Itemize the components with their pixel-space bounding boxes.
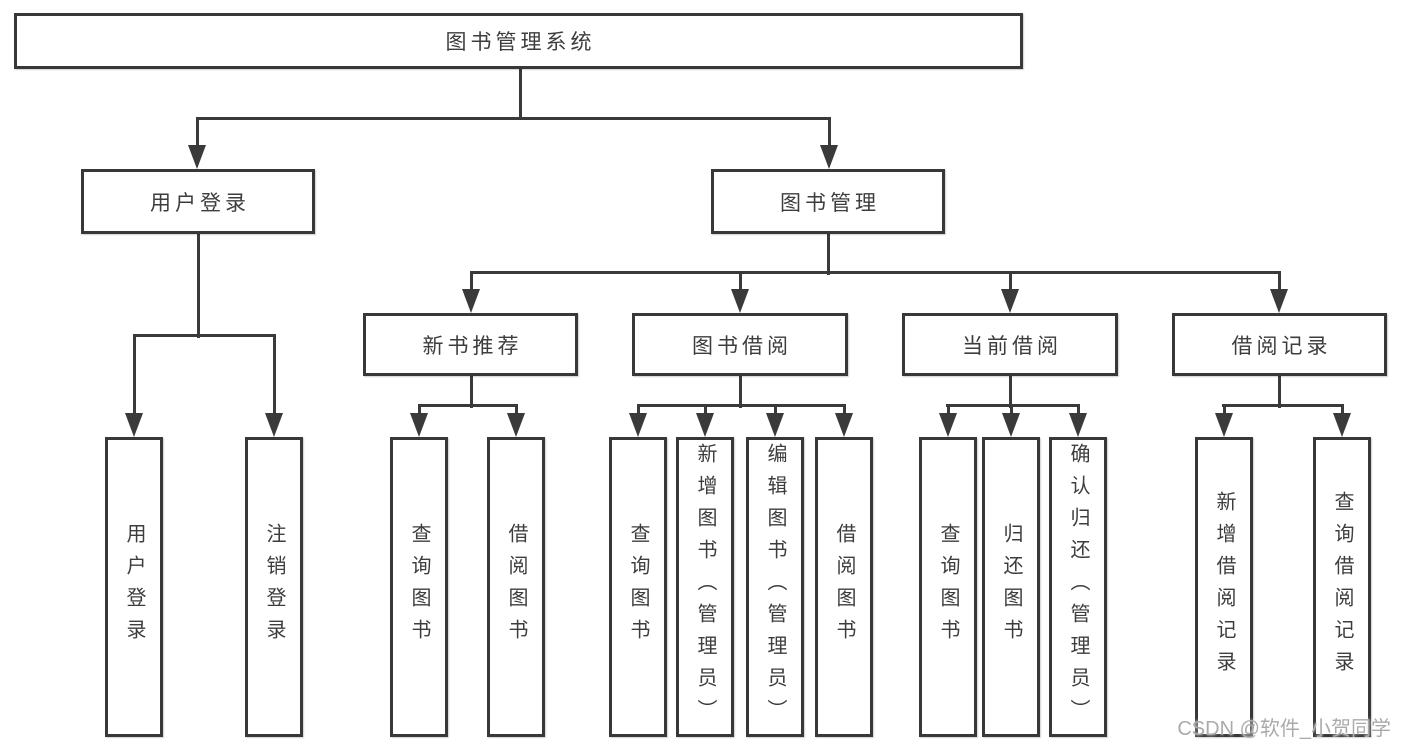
watermark: CSDN @软件_小贺同学 [1177,718,1391,740]
arrowhead-icon [462,289,480,313]
node-borrow-record: 借阅记录 [1172,313,1387,376]
node-current-borrow: 当前借阅 [902,313,1118,376]
arrowhead-icon [939,413,957,437]
arrowhead-icon [1270,289,1288,313]
arrowhead-icon [1001,289,1019,313]
node-leaf-borrow-borrow: 借阅图书 [815,437,873,737]
node-leaf-borrow-add-admin: 新增图书（管理员） [676,437,734,737]
connector-hline [1222,404,1344,407]
arrowhead-icon [265,413,283,437]
connector-vline [947,405,950,418]
node-leaf-borrow-query: 查询图书 [609,437,667,737]
connector-vline [1278,272,1281,294]
leaf-label: 归还图书 [1000,523,1022,651]
node-leaf-borrow-edit-admin: 编辑图书（管理员） [746,437,804,737]
connector-vline [1223,405,1226,418]
connector-vline [519,69,522,120]
connector-vline [1278,376,1281,408]
connector-vline [739,272,742,294]
arrowhead-icon [731,289,749,313]
leaf-label: 新增图书（管理员） [694,443,716,731]
connector-vline [1010,405,1013,418]
node-book-management: 图书管理 [711,169,945,234]
leaf-label: 查询图书 [937,523,959,651]
leaf-label: 查询图书 [627,523,649,651]
node-book-borrow: 图书借阅 [632,313,848,376]
connector-hline [637,404,846,407]
connector-vline [1077,405,1080,418]
connector-hline [133,334,276,337]
node-leaf-newbook-query: 查询图书 [390,437,448,737]
connector-vline [273,335,276,418]
node-user-login: 用户登录 [81,169,315,234]
connector-vline [774,405,777,418]
connector-vline [1009,376,1012,408]
node-leaf-logout: 注销登录 [245,437,303,737]
connector-vline [196,118,199,150]
node-new-book-recommend: 新书推荐 [363,313,578,376]
leaf-label: 借阅图书 [833,523,855,651]
leaf-label: 注销登录 [263,523,285,651]
connector-vline [704,405,707,418]
arrowhead-icon [125,413,143,437]
connector-vline [739,376,742,408]
connector-hline [196,117,831,120]
node-leaf-record-add: 新增借阅记录 [1195,437,1253,737]
leaf-label: 编辑图书（管理员） [764,443,786,731]
node-leaf-newbook-borrow: 借阅图书 [487,437,545,737]
leaf-label: 确认归还（管理员） [1067,443,1089,731]
arrowhead-icon [1069,413,1087,437]
node-leaf-current-query: 查询图书 [919,437,977,737]
arrowhead-icon [507,413,525,437]
connector-vline [843,405,846,418]
arrowhead-icon [1333,413,1351,437]
leaf-label: 查询图书 [408,523,430,651]
arrowhead-icon [835,413,853,437]
node-leaf-current-confirm-admin: 确认归还（管理员） [1049,437,1107,737]
node-leaf-current-return: 归还图书 [982,437,1040,737]
connector-vline [827,234,830,275]
leaf-label: 用户登录 [123,523,145,651]
connector-vline [133,335,136,418]
leaf-label: 查询借阅记录 [1331,491,1353,683]
connector-vline [828,118,831,150]
connector-vline [637,405,640,418]
connector-vline [1009,272,1012,294]
connector-vline [470,376,473,408]
connector-vline [197,234,200,338]
connector-vline [470,272,473,294]
arrowhead-icon [696,413,714,437]
arrowhead-icon [766,413,784,437]
arrowhead-icon [1002,413,1020,437]
connector-hline [946,404,1080,407]
arrowhead-icon [629,413,647,437]
connector-vline [515,405,518,418]
arrowhead-icon [1215,413,1233,437]
arrowhead-icon [188,145,206,169]
node-leaf-record-query: 查询借阅记录 [1313,437,1371,737]
node-leaf-user-login: 用户登录 [105,437,163,737]
leaf-label: 新增借阅记录 [1213,491,1235,683]
arrowhead-icon [410,413,428,437]
connector-vline [1341,405,1344,418]
arrowhead-icon [820,145,838,169]
node-library-management-system: 图书管理系统 [14,13,1023,69]
leaf-label: 借阅图书 [505,523,527,651]
connector-hline [470,271,1281,274]
connector-vline [418,405,421,418]
connector-hline [418,404,518,407]
